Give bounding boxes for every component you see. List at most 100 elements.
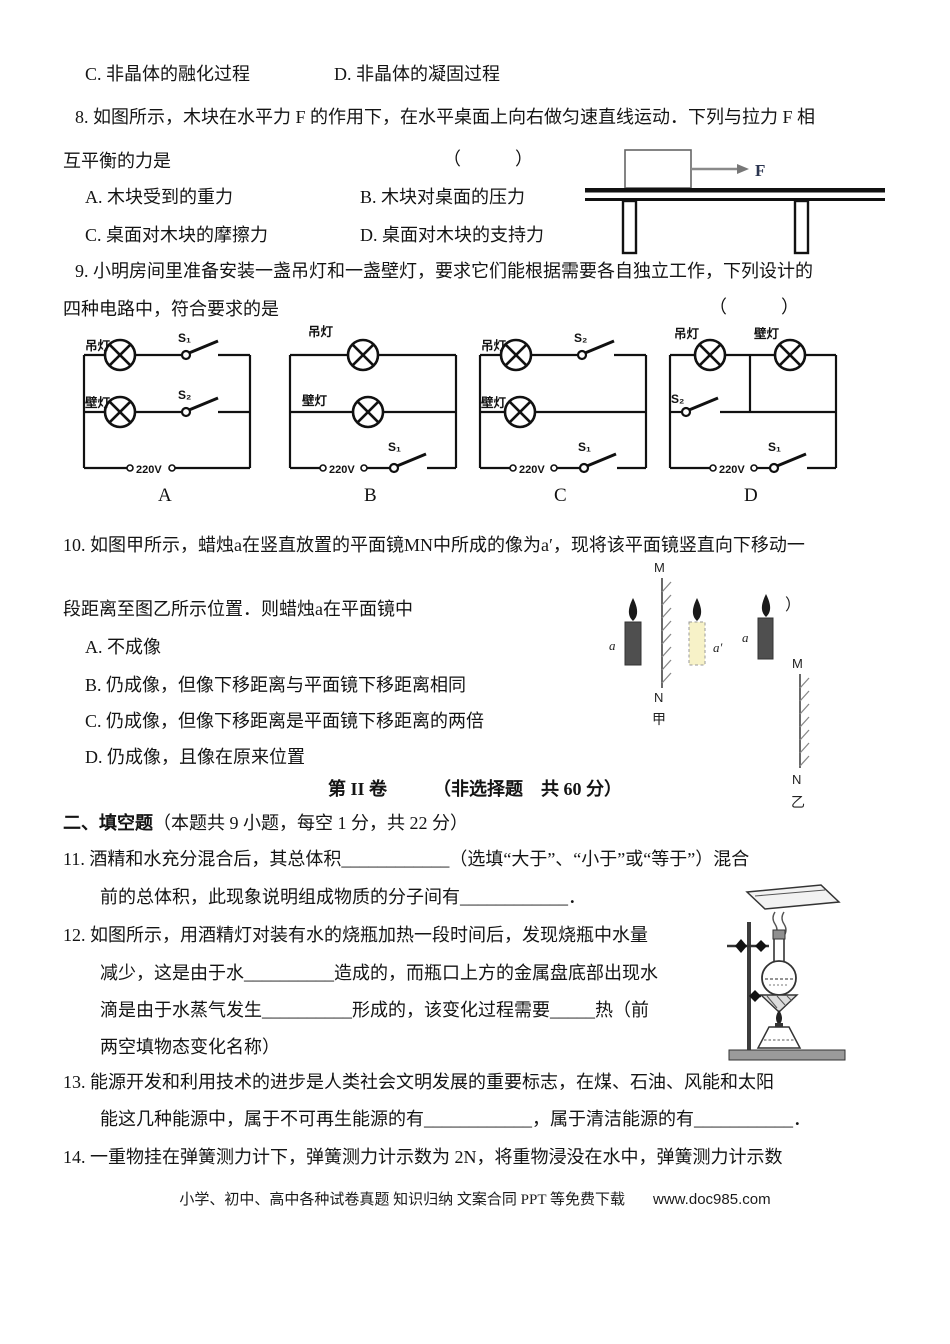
- q10-option-d: D. 仍成像，且像在原来位置: [85, 747, 305, 767]
- circuit-b-letter: B: [364, 485, 377, 506]
- q11-line2: 前的总体积，此现象说明组成物质的分子间有____________．: [100, 887, 586, 907]
- footer-url[interactable]: www.doc985.com: [653, 1191, 771, 1208]
- table-leg-left: [621, 199, 638, 255]
- footer-text: 小学、初中、高中各种试卷真题 知识归纳 文案合同 PPT 等免费下载: [179, 1192, 626, 1208]
- gauze-hatch-2: [776, 995, 786, 1006]
- s1-label: S₁: [178, 331, 191, 345]
- q13-line2: 能这几种能源中，属于不可再生能源的有____________，属于清洁能源的有_…: [100, 1109, 811, 1129]
- fill-in-section-heading: 二、填空题（本题共 9 小题，每空 1 分，共 22 分）: [63, 812, 468, 835]
- q12-line3: 滴是由于水蒸气发生__________形成的，该变化过程需要_____热（前: [100, 1000, 649, 1020]
- supply-label: 220V: [329, 464, 355, 476]
- mirror2-n-label: N: [792, 772, 801, 787]
- supply-label: 220V: [136, 464, 162, 476]
- q13-line1: 13. 能源开发和利用技术的进步是人类社会文明发展的重要标志，在煤、石油、风能和…: [63, 1072, 774, 1092]
- q8-option-d: D. 桌面对木块的支持力: [360, 225, 544, 245]
- q10-stem-line1: 10. 如图甲所示，蜡烛a在竖直放置的平面镜MN中所成的像为a′，现将该平面镜竖…: [63, 535, 805, 555]
- switch-s1-symbol: [388, 452, 428, 474]
- candle-a2-flame: [761, 594, 771, 617]
- q8-option-b: B. 木块对桌面的压力: [360, 187, 526, 207]
- mirror1-hatching: [661, 581, 672, 684]
- q9-answer-paren: （ ）: [709, 297, 799, 317]
- candle-a2-label: a: [742, 630, 749, 645]
- metal-plate: [745, 884, 841, 910]
- burner-flame: [776, 1010, 782, 1025]
- switch-s1-symbol: [578, 452, 618, 474]
- section2-header: 第 II 卷 （非选择题 共 60 分）: [0, 778, 950, 801]
- mirror1-n-label: N: [654, 690, 663, 705]
- clamp-knob-2: [755, 940, 767, 952]
- flask-stopper: [772, 929, 786, 940]
- q7-option-c: C. 非晶体的融化过程: [85, 64, 251, 84]
- fill-title: 二、填空题: [63, 813, 153, 833]
- q12-line4: 两空填物态变化名称）: [100, 1037, 280, 1057]
- mirror2-m-label: M: [792, 656, 803, 671]
- circuit-d-letter: D: [744, 485, 758, 506]
- candle-a-flame: [628, 598, 638, 621]
- s2-label: S₂: [574, 331, 587, 345]
- q10-mirror-candle-figure: M N 甲 a a′ ） a M N 乙: [609, 560, 810, 811]
- s1-label: S₁: [768, 440, 781, 454]
- volume-note: （非选择题 共 60 分）: [433, 779, 622, 799]
- q8-option-c: C. 桌面对木块的摩擦力: [85, 225, 269, 245]
- force-label: F: [755, 161, 765, 180]
- wall-lamp-label: 壁灯: [302, 393, 328, 408]
- ring-clamp-knob: [749, 990, 761, 1002]
- burner-wick: [775, 1023, 783, 1027]
- circuit-a-letter: A: [158, 485, 172, 506]
- q8-answer-paren: （ ）: [443, 149, 533, 169]
- q8-stem-line2: 互平衡的力是: [63, 151, 171, 171]
- q8-stem-line1: 8. 如图所示，木块在水平力 F 的作用下，在水平桌面上向右做匀速直线运动．下列…: [75, 107, 816, 127]
- gauze-hatch-1: [766, 995, 778, 1009]
- alcohol-burner: [756, 1026, 802, 1049]
- flask-bulb: [761, 960, 797, 996]
- wall-lamp-symbol: [773, 338, 807, 372]
- figure-jia-label: 甲: [652, 713, 666, 728]
- candle-a2-body: [757, 617, 774, 660]
- ceiling-lamp-label: 吊灯: [308, 324, 334, 339]
- ceiling-lamp-label: 吊灯: [674, 326, 700, 341]
- steam-wisp-2: [781, 911, 787, 937]
- wall-lamp-label: 壁灯: [754, 326, 780, 341]
- q10-option-c: C. 仍成像，但像下移距离是平面镜下移距离的两倍: [85, 711, 485, 731]
- candle-image-flame: [692, 598, 702, 621]
- table-top-line2: [585, 198, 885, 201]
- circuit-option-a: 220V 吊灯 壁灯 S₁ S₂ A: [82, 331, 252, 506]
- clamp-knob-1: [735, 939, 747, 953]
- circuit-option-d: 吊灯 壁灯 S₂ 220V S₁ D: [668, 326, 838, 506]
- candle-a-label: a: [609, 638, 616, 653]
- table-leg-right: [793, 199, 810, 255]
- s2-label: S₂: [671, 392, 684, 406]
- wall-lamp-symbol: [503, 395, 537, 429]
- page-footer: 小学、初中、高中各种试卷真题 知识归纳 文案合同 PPT 等免费下载 www.do…: [0, 1188, 950, 1209]
- q12-line1: 12. 如图所示，用酒精灯对装有水的烧瓶加热一段时间后，发现烧瓶中水量: [63, 925, 648, 945]
- candle-image-body: [688, 621, 706, 666]
- q9-stem-line1: 9. 小明房间里准备安装一盏吊灯和一盏壁灯，要求它们能根据需要各自独立工作，下列…: [75, 261, 813, 281]
- figure-yi-label: 乙: [791, 795, 805, 811]
- q9-stem-line2: 四种电路中，符合要求的是: [63, 299, 279, 319]
- q10-option-a: A. 不成像: [85, 637, 161, 657]
- q8-option-a: A. 木块受到的重力: [85, 187, 233, 207]
- mirror1-m-label: M: [654, 560, 665, 575]
- ceiling-lamp-symbol: [693, 338, 727, 372]
- stand-base: [728, 1049, 846, 1061]
- s1-label: S₁: [578, 440, 591, 454]
- candle-a-body: [624, 621, 642, 666]
- candle-image-label: a′: [713, 640, 723, 655]
- circuit-option-b: 吊灯 壁灯 220V S₁ B: [288, 324, 458, 506]
- table-top-line: [585, 188, 885, 193]
- circuit-option-c: 吊灯 S₂ 壁灯 220V S₁ C: [478, 331, 648, 506]
- wall-lamp-symbol: [351, 395, 385, 429]
- switch-s1-symbol: [768, 452, 808, 474]
- volume-title: 第 II 卷: [327, 779, 387, 799]
- q7-option-d: D. 非晶体的凝固过程: [334, 64, 500, 84]
- s1-label: S₁: [388, 440, 401, 454]
- ceiling-lamp-label: 吊灯: [85, 338, 111, 353]
- q8-block-on-table-figure: F: [585, 149, 885, 255]
- force-arrowhead: [737, 164, 749, 174]
- ceiling-lamp-symbol: [499, 338, 533, 372]
- q10-option-b: B. 仍成像，但像下移距离与平面镜下移距离相同: [85, 675, 467, 695]
- circuit-c-letter: C: [554, 485, 567, 506]
- q10-answer-paren-close: ）: [785, 596, 801, 614]
- s2-label: S₂: [178, 388, 191, 402]
